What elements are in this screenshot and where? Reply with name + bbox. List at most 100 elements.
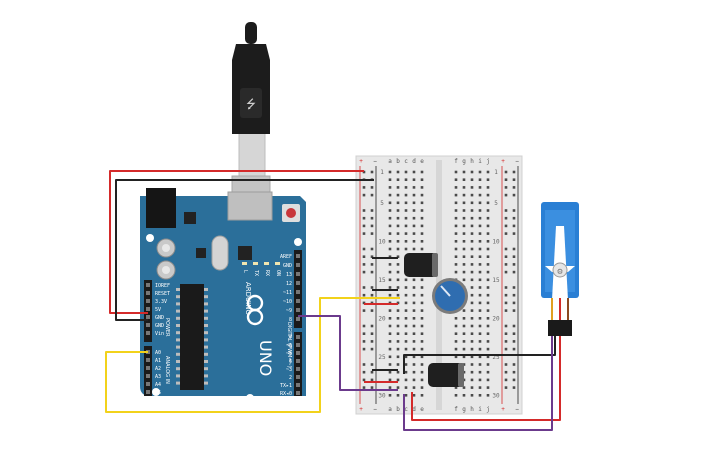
rail-hole[interactable] [370,340,374,343]
breadboard-hole[interactable] [388,355,392,359]
breadboard-hole[interactable] [396,347,400,351]
header-pin[interactable] [146,315,150,319]
rail-hole[interactable] [370,224,374,228]
breadboard-hole[interactable] [462,216,466,220]
rail-hole[interactable] [370,301,374,305]
breadboard-hole[interactable] [486,255,490,258]
breadboard-hole[interactable] [486,278,490,282]
breadboard-hole[interactable] [396,201,400,205]
breadboard-hole[interactable] [486,324,490,328]
breadboard-hole[interactable] [388,386,392,389]
breadboard-hole[interactable] [396,247,400,251]
rail-hole[interactable] [362,386,366,389]
breadboard-hole[interactable] [388,301,392,305]
breadboard-hole[interactable] [462,394,466,397]
breadboard-hole[interactable] [420,370,424,374]
breadboard-hole[interactable] [478,178,482,181]
header-pin[interactable] [146,283,150,287]
breadboard-hole[interactable] [420,309,424,312]
breadboard-hole[interactable] [462,332,466,335]
breadboard-hole[interactable] [412,355,416,359]
rail-hole[interactable] [362,301,366,305]
rail-hole[interactable] [512,293,516,297]
rail-hole[interactable] [370,270,374,274]
breadboard-hole[interactable] [412,301,416,305]
rail-hole[interactable] [504,286,508,289]
header-pin[interactable] [296,281,300,285]
breadboard-hole[interactable] [462,224,466,228]
header-pin[interactable] [296,359,300,363]
breadboard-hole[interactable] [396,309,400,312]
header-pin[interactable] [296,367,300,371]
rail-hole[interactable] [512,309,516,312]
breadboard-hole[interactable] [470,293,474,297]
rail-hole[interactable] [362,332,366,335]
breadboard-hole[interactable] [404,247,408,251]
rail-hole[interactable] [370,216,374,220]
breadboard-hole[interactable] [462,317,466,320]
breadboard-hole[interactable] [420,324,424,328]
breadboard-hole[interactable] [404,332,408,335]
breadboard-hole[interactable] [478,170,482,174]
breadboard-hole[interactable] [470,370,474,374]
breadboard-hole[interactable] [396,378,400,382]
breadboard-hole[interactable] [478,317,482,320]
rail-hole[interactable] [370,193,374,197]
breadboard-hole[interactable] [388,347,392,351]
breadboard-hole[interactable] [404,317,408,320]
breadboard-hole[interactable] [412,324,416,328]
breadboard-hole[interactable] [486,209,490,212]
breadboard-hole[interactable] [462,347,466,351]
breadboard-hole[interactable] [388,193,392,197]
rail-hole[interactable] [370,232,374,235]
breadboard-hole[interactable] [412,216,416,220]
breadboard-hole[interactable] [388,247,392,251]
rail-hole[interactable] [370,332,374,335]
rail-hole[interactable] [512,232,516,235]
breadboard-hole[interactable] [420,224,424,228]
breadboard-hole[interactable] [462,232,466,235]
breadboard-hole[interactable] [478,324,482,328]
breadboard-hole[interactable] [486,178,490,181]
breadboard-hole[interactable] [412,278,416,282]
rail-hole[interactable] [512,247,516,251]
breadboard-hole[interactable] [388,317,392,320]
breadboard-hole[interactable] [388,293,392,297]
header-pin[interactable] [296,351,300,355]
rail-hole[interactable] [370,309,374,312]
breadboard-hole[interactable] [478,193,482,197]
breadboard-hole[interactable] [388,186,392,189]
breadboard-hole[interactable] [478,240,482,243]
breadboard-hole[interactable] [486,309,490,312]
breadboard-hole[interactable] [478,232,482,235]
breadboard-hole[interactable] [396,355,400,359]
rail-hole[interactable] [504,255,508,258]
breadboard-hole[interactable] [478,201,482,205]
breadboard-hole[interactable] [420,216,424,220]
rail-hole[interactable] [362,363,366,366]
breadboard-hole[interactable] [404,370,408,374]
rail-hole[interactable] [504,232,508,235]
breadboard-hole[interactable] [462,309,466,312]
rail-hole[interactable] [370,286,374,289]
rail-hole[interactable] [512,270,516,274]
rail-hole[interactable] [512,286,516,289]
breadboard-hole[interactable] [486,232,490,235]
breadboard-hole[interactable] [470,363,474,366]
breadboard-hole[interactable] [470,355,474,359]
breadboard-hole[interactable] [404,216,408,220]
breadboard-hole[interactable] [412,247,416,251]
rail-hole[interactable] [362,209,366,212]
breadboard-hole[interactable] [454,317,458,320]
breadboard-hole[interactable] [470,378,474,382]
breadboard-hole[interactable] [486,186,490,189]
rail-hole[interactable] [370,386,374,389]
breadboard-hole[interactable] [412,286,416,289]
breadboard-hole[interactable] [404,309,408,312]
breadboard-hole[interactable] [470,317,474,320]
breadboard-hole[interactable] [478,270,482,274]
rail-hole[interactable] [504,247,508,251]
rail-hole[interactable] [504,263,508,266]
breadboard-hole[interactable] [404,193,408,197]
rail-hole[interactable] [370,378,374,382]
